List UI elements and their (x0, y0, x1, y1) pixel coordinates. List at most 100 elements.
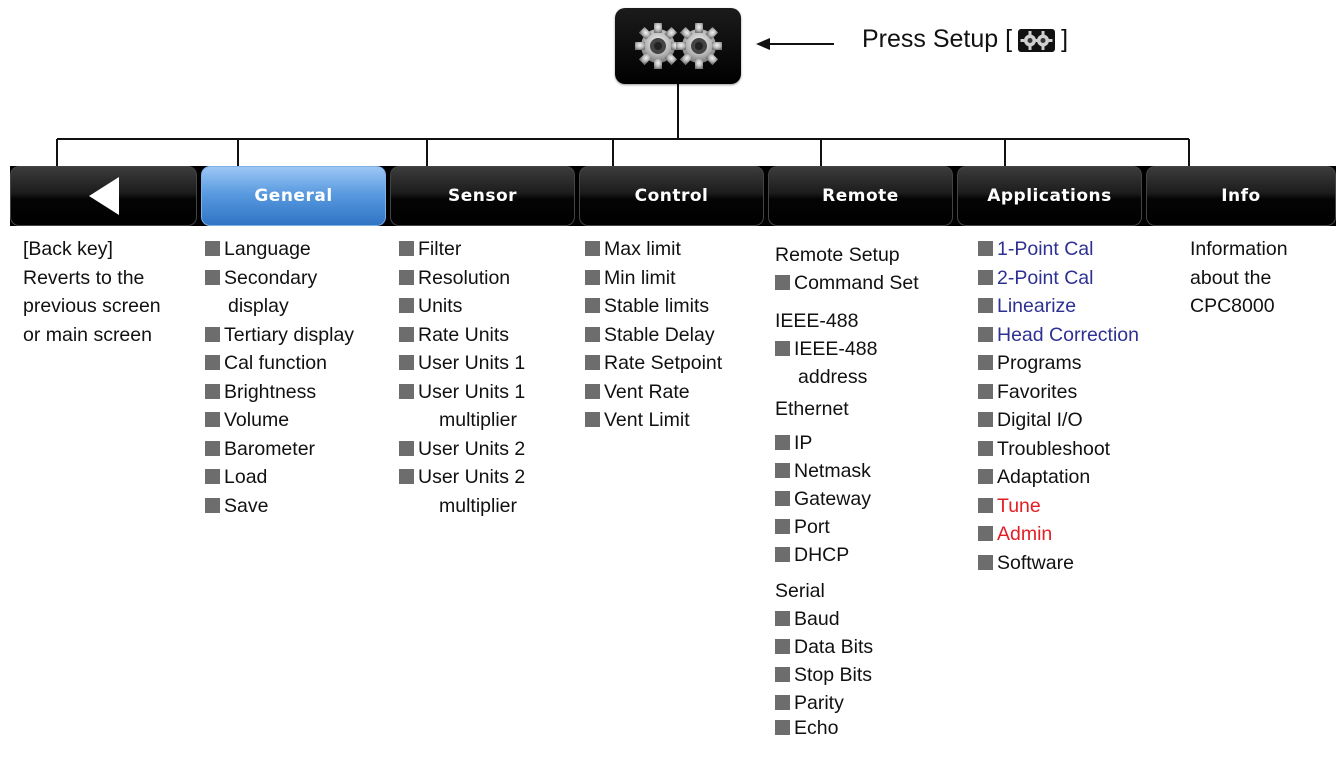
bullet-square-icon (775, 611, 790, 626)
list-item: Rate Units (399, 321, 525, 350)
tab-general[interactable]: General (201, 166, 386, 226)
bullet-square-icon (775, 435, 790, 450)
list-item: User Units 2 (399, 463, 525, 492)
list-item: Stop Bits (775, 661, 919, 689)
item-label: Rate Setpoint (604, 352, 723, 374)
press-setup-note: Press Setup [ ] (862, 25, 1068, 54)
tab-remote[interactable]: Remote (768, 166, 953, 226)
bullet-square-icon (205, 412, 220, 427)
list-item: Rate Setpoint (585, 349, 722, 378)
list-item: Head Correction (978, 321, 1139, 350)
bullet-square-icon (205, 383, 220, 399)
list-item: Programs (978, 349, 1139, 378)
bullet-square-icon (399, 440, 414, 456)
bullet-square-icon (205, 355, 220, 370)
item-label: Digital I/O (997, 409, 1083, 431)
item-label: Troubleshoot (997, 437, 1111, 460)
back-triangle-icon (88, 177, 119, 215)
tab-control[interactable]: Control (579, 166, 764, 226)
item-label: User Units 1 (418, 380, 526, 403)
arrow-left-icon (756, 38, 834, 50)
list-item: Data Bits (775, 633, 919, 661)
bullet-square-icon (978, 241, 993, 256)
list-item: Tertiary display (205, 321, 354, 350)
bullet-square-icon (205, 269, 220, 285)
bullet-square-icon (775, 519, 790, 534)
bullet-square-icon (585, 269, 600, 285)
bullet-square-icon (775, 547, 790, 562)
list-item: Admin (978, 520, 1139, 549)
item-label: Save (224, 494, 269, 517)
tab-back[interactable] (10, 166, 197, 226)
item-label: Favorites (997, 380, 1078, 403)
list-item: Volume (205, 406, 354, 435)
list-item: Load (205, 463, 354, 492)
bullet-square-icon (978, 554, 993, 570)
list-item: Min limit (585, 264, 722, 293)
item-label: Load (224, 466, 268, 488)
back-line: previous screen (23, 295, 161, 317)
bullet-square-icon (585, 326, 600, 342)
tab-applications[interactable]: Applications (957, 166, 1142, 226)
item-label: Tertiary display (224, 323, 355, 346)
item-label: Rate Units (418, 323, 510, 346)
list-item: Filter (399, 235, 525, 264)
item-continuation: multiplier (439, 494, 518, 517)
bullet-square-icon (978, 497, 993, 513)
tab-info[interactable]: Info (1146, 166, 1336, 226)
item-label: Gateway (794, 488, 871, 510)
list-item: DHCP (775, 541, 919, 569)
bullet-square-icon (978, 355, 993, 370)
list-item: Units (399, 292, 525, 321)
item-label: Brightness (224, 380, 317, 403)
section-heading: Serial (775, 580, 825, 602)
item-label: Language (224, 238, 311, 260)
section-heading: Remote Setup (775, 244, 900, 266)
bullet-square-icon (585, 383, 600, 399)
item-label: Units (418, 295, 463, 317)
bullet-square-icon (775, 491, 790, 506)
bullet-square-icon (775, 463, 790, 478)
mini-gears-icon (1018, 29, 1056, 52)
item-label: Head Correction (997, 323, 1139, 346)
tab-bar: General Sensor Control Remote Applicatio… (10, 166, 1336, 226)
item-label: Echo (794, 717, 839, 739)
bullet-square-icon (978, 298, 993, 313)
list-item: Stable Delay (585, 321, 722, 350)
bullet-square-icon (205, 469, 220, 484)
setup-button[interactable] (615, 8, 741, 84)
list-item: User Units 1 (399, 349, 525, 378)
section-heading: IEEE-488 (775, 310, 859, 332)
item-label: Vent Limit (604, 409, 690, 431)
bullet-square-icon (775, 695, 790, 710)
item-label: Filter (418, 238, 462, 260)
tab-sensor[interactable]: Sensor (390, 166, 575, 226)
list-item: Linearize (978, 292, 1139, 321)
list-item: Secondary (205, 264, 354, 293)
press-setup-text: Press Setup [ (862, 25, 1013, 53)
list-item: Echo (775, 717, 919, 739)
bullet-square-icon (775, 275, 790, 290)
item-label: Adaptation (997, 466, 1091, 488)
list-item: Netmask (775, 457, 919, 485)
list-item: IEEE-488 (775, 335, 919, 363)
press-setup-text-end: ] (1061, 25, 1069, 53)
remote-items: Remote Setup Command Set IEEE-488 IEEE-4… (775, 241, 919, 739)
item-label: Stable limits (604, 295, 710, 317)
item-label: Stable Delay (604, 323, 715, 346)
item-label: 1-Point Cal (997, 238, 1094, 260)
bullet-square-icon (399, 355, 414, 370)
item-label: Netmask (794, 460, 871, 482)
list-item: Vent Limit (585, 406, 722, 435)
bullet-square-icon (978, 412, 993, 427)
list-item: Baud (775, 605, 919, 633)
info-line: Information (1190, 238, 1288, 260)
bullet-square-icon (775, 639, 790, 654)
list-item: IP (775, 429, 919, 457)
list-item: Parity (775, 689, 919, 717)
item-label: Software (997, 551, 1074, 574)
bullet-square-icon (775, 667, 790, 682)
bullet-square-icon (205, 326, 220, 342)
list-item: User Units 1 (399, 378, 525, 407)
info-line: CPC8000 (1190, 295, 1275, 317)
